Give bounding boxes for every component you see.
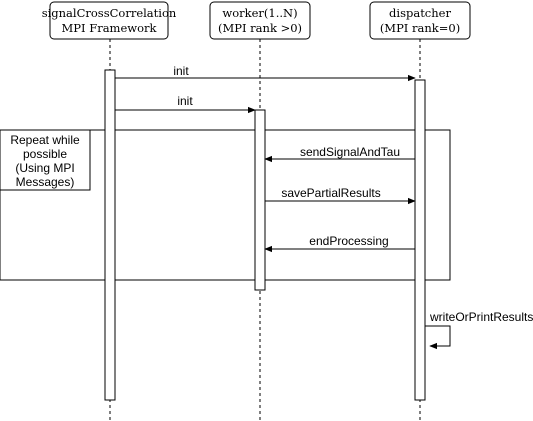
participant-framework-line2: MPI Framework	[62, 21, 158, 35]
activation-worker	[254, 109, 266, 291]
loop-label-line3: (Using MPI	[15, 161, 74, 175]
message-write-or-print-results-label: writeOrPrintResults	[429, 310, 533, 324]
activation-framework	[104, 69, 116, 401]
participant-worker: worker(1..N) (MPI rank >0)	[209, 1, 311, 40]
participant-dispatcher-line2: (MPI rank=0)	[380, 21, 460, 35]
message-save-partial-results-label: savePartialResults	[281, 186, 380, 200]
loop-label-line2: possible	[23, 147, 67, 161]
activation-dispatcher	[414, 79, 426, 401]
message-end-processing-label: endProcessing	[309, 234, 388, 248]
message-send-signal-and-tau-label: sendSignalAndTau	[300, 145, 400, 159]
participant-framework: signalCrossCorrelation MPI Framework	[42, 1, 177, 40]
loop-label-line1: Repeat while	[10, 133, 80, 147]
loop-label-line4: Messages)	[16, 175, 75, 189]
loop-fragment-label-box	[0, 129, 91, 191]
message-init-dispatcher-label: init	[173, 64, 189, 78]
participant-framework-line1: signalCrossCorrelation	[42, 6, 177, 20]
message-init-worker-label: init	[177, 94, 193, 108]
message-write-or-print-results-arrow	[425, 325, 451, 350]
participant-dispatcher-line1: dispatcher	[389, 6, 451, 20]
participant-worker-line2: (MPI rank >0)	[218, 21, 302, 35]
loop-fragment	[0, 129, 451, 281]
participant-worker-line1: worker(1..N)	[222, 6, 297, 20]
participant-dispatcher: dispatcher (MPI rank=0)	[369, 1, 471, 40]
